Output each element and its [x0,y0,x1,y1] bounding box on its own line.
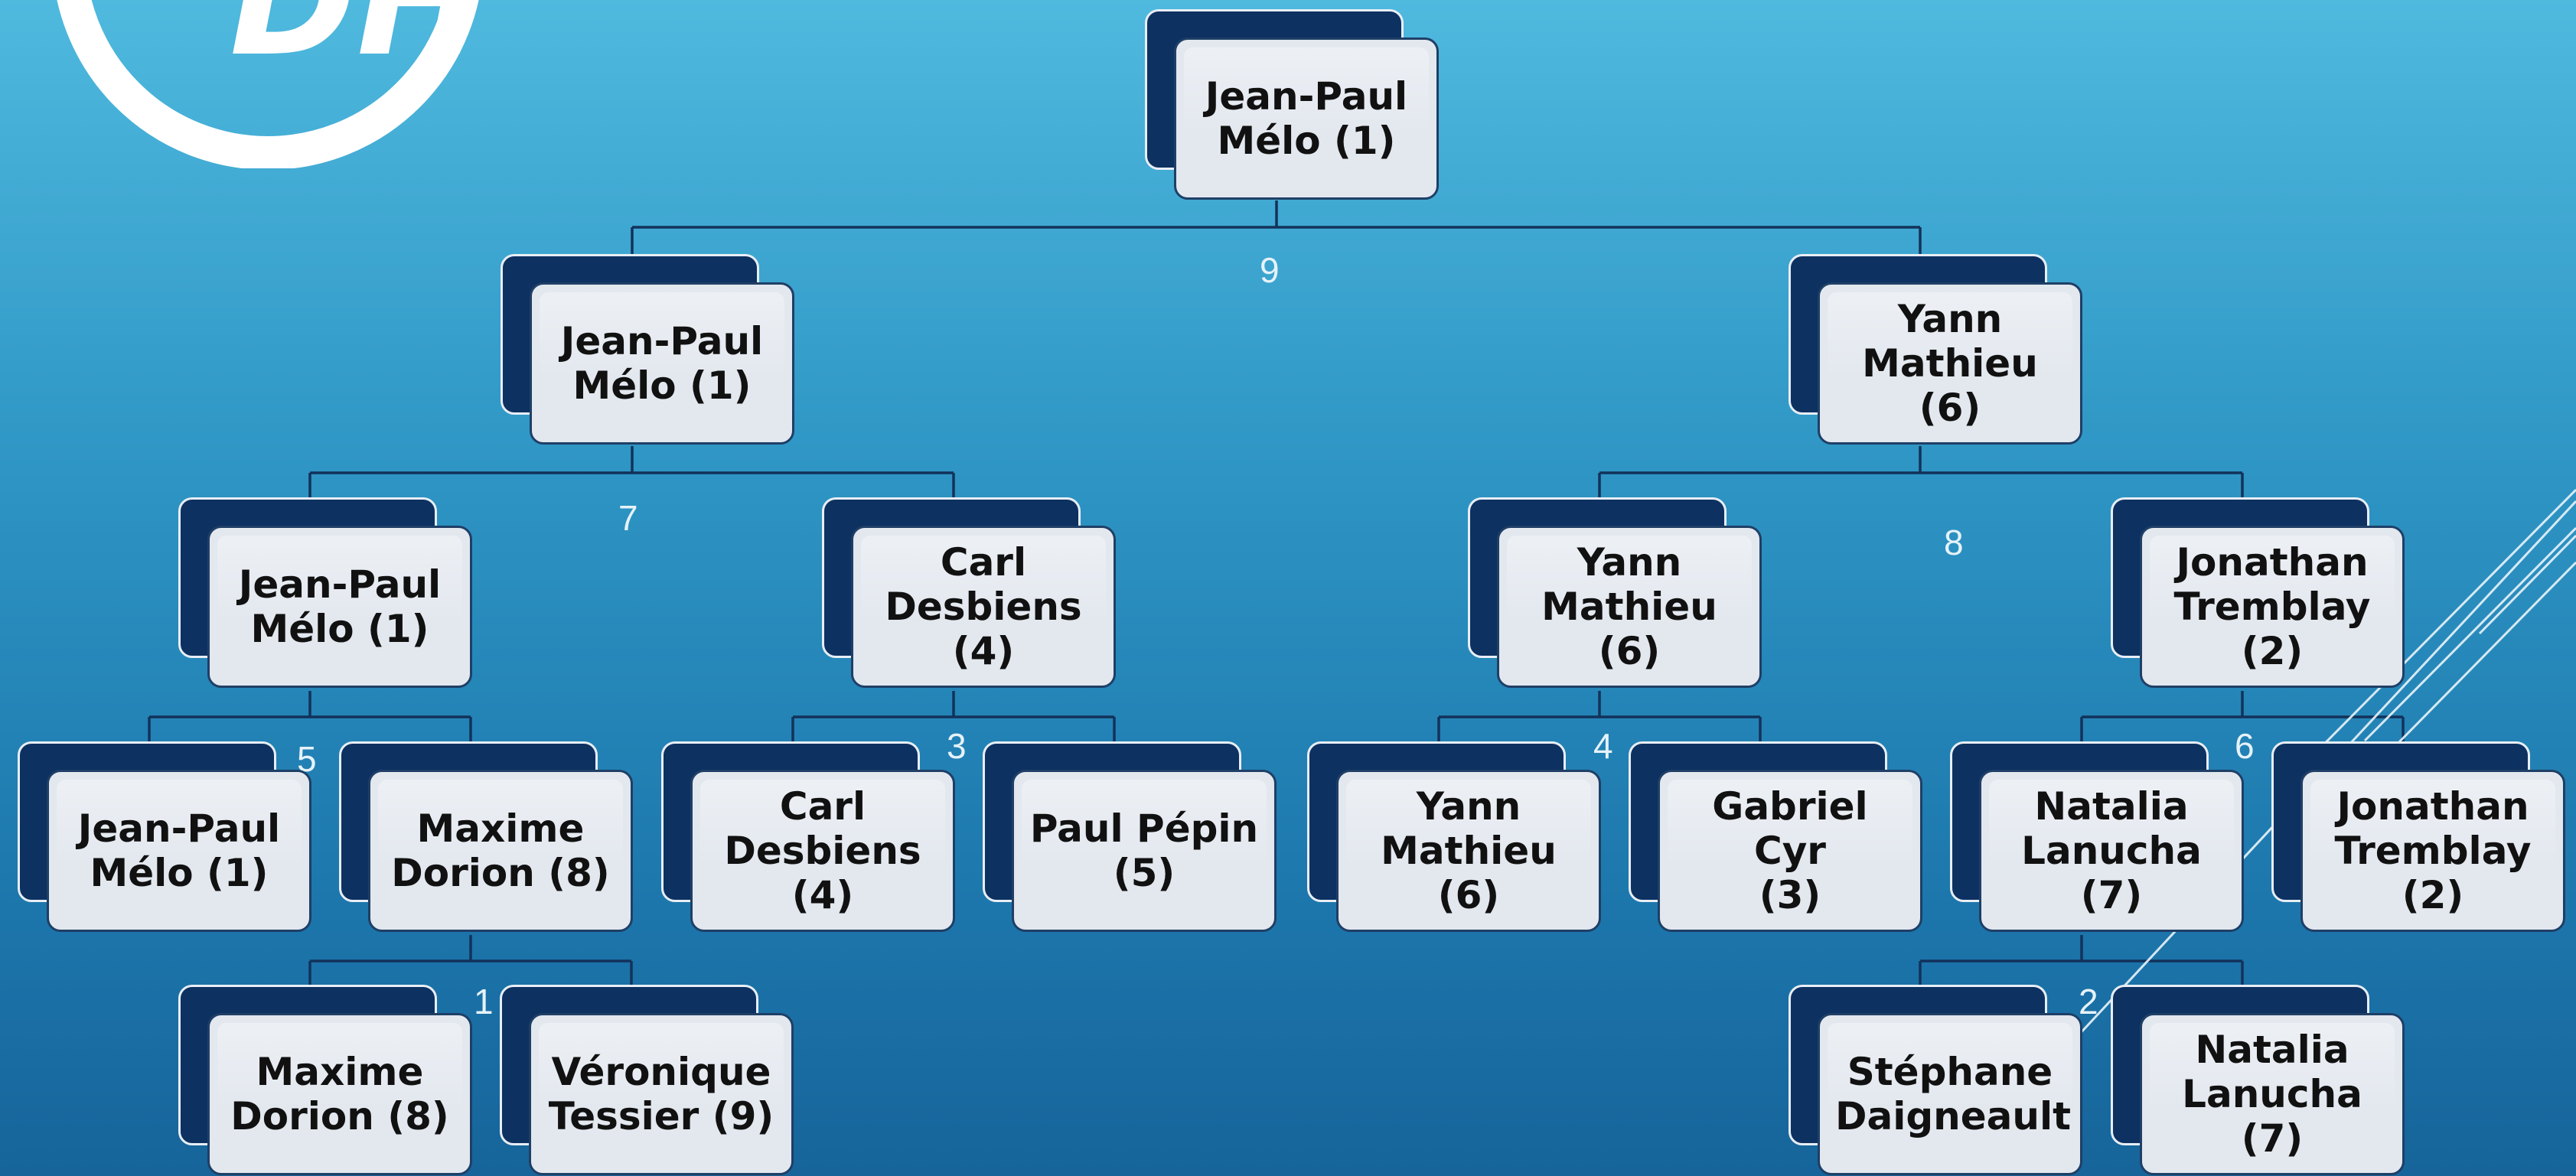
logo-text: DH [230,0,484,90]
bracket-node: Carl Desbiens (4) [822,497,1116,688]
bracket-node: Jonathan Tremblay (2) [2271,741,2565,932]
match-number: 8 [1944,523,1964,562]
player-name: Natalia Lanucha (7) [2021,784,2202,917]
bracket-node: Natalia Lanucha (7) [2111,985,2405,1175]
player-name: Paul Pépin (5) [1029,806,1259,895]
player-name: Jean-Paul Mélo (1) [238,562,442,651]
match-number: 6 [2235,726,2255,766]
player-name: Stéphane Daigneault [1835,1050,2072,1139]
match-number: 9 [1260,250,1280,290]
bracket-node: Natalia Lanucha (7) [1950,741,2244,932]
player-name: Maxime Dorion (8) [391,806,610,895]
player-name: Maxime Dorion (8) [230,1050,449,1139]
player-name: Yann Mathieu (6) [1381,784,1557,917]
bracket-node: Maxime Dorion (8) [339,741,633,932]
bracket-node: Paul Pépin (5) [983,741,1277,932]
player-name: Yann Mathieu (6) [1862,297,2038,430]
player-name: Jean-Paul Mélo (1) [1205,74,1408,163]
player-name: Yann Mathieu (6) [1541,540,1717,673]
bracket-node: Carl Desbiens (4) [661,741,955,932]
player-name: Jean-Paul Mélo (1) [560,319,764,408]
bracket-node: Jean-Paul Mélo (1) [1145,9,1439,200]
bracket-node: Jean-Paul Mélo (1) [18,741,311,932]
match-number: 3 [947,726,967,766]
player-name: Carl Desbiens (4) [885,540,1082,673]
bracket-node: Maxime Dorion (8) [178,985,472,1175]
match-number: 1 [474,982,494,1021]
bracket-node: Jean-Paul Mélo (1) [501,254,794,445]
bracket-node: Yann Mathieu (6) [1468,497,1762,688]
bracket-node: Jean-Paul Mélo (1) [178,497,472,688]
match-number: 4 [1593,726,1613,766]
player-name: Jean-Paul Mélo (1) [77,806,281,895]
bracket-node: Yann Mathieu (6) [1789,254,2082,445]
player-name: Jonathan Tremblay (2) [2173,540,2371,673]
match-number: 7 [618,498,638,538]
bracket-node: Jonathan Tremblay (2) [2111,497,2405,688]
bracket-node: Gabriel Cyr (3) [1629,741,1922,932]
player-name: Jonathan Tremblay (2) [2334,784,2532,917]
dh-logo: DH [57,0,484,168]
bracket-node: Yann Mathieu (6) [1307,741,1601,932]
player-name: Gabriel Cyr (3) [1712,784,1868,917]
bracket-node: Véronique Tessier (9) [500,985,794,1175]
player-name: Natalia Lanucha (7) [2182,1028,2362,1161]
player-name: Carl Desbiens (4) [724,784,921,917]
match-number: 2 [2079,982,2098,1021]
bracket-node: Stéphane Daigneault [1789,985,2082,1175]
player-name: Véronique Tessier (9) [548,1050,774,1139]
